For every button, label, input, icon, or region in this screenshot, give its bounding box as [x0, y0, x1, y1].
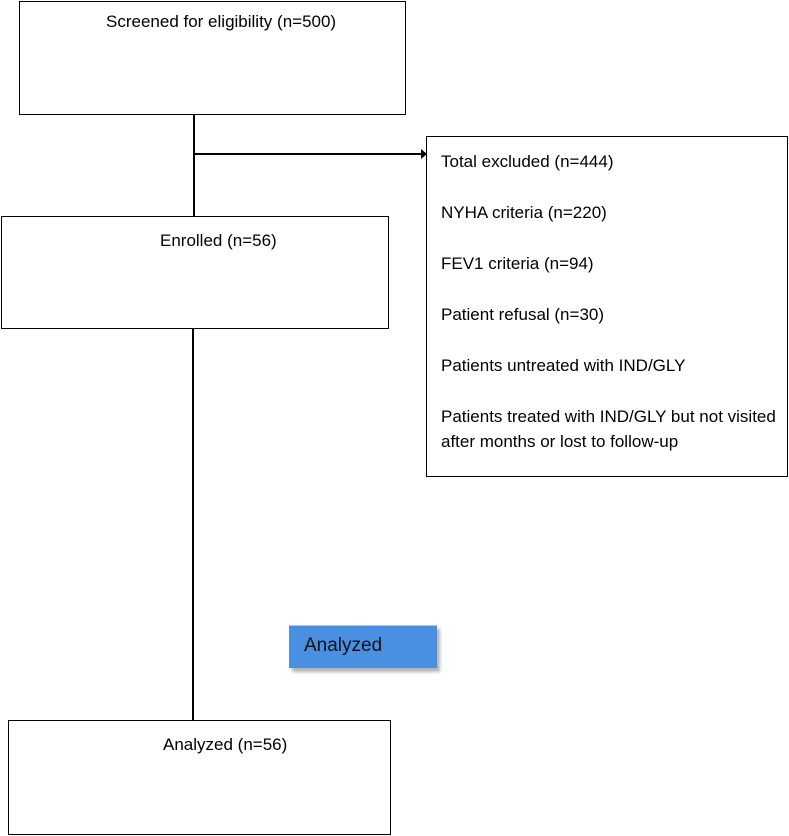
analyzed-box: Analyzed (n=56) [8, 720, 391, 835]
analyzed-chip: Analyzed [289, 625, 437, 668]
screened-box: Screened for eligibility (n=500) [19, 1, 406, 115]
arrow-head-icon [421, 149, 427, 159]
excluded-item-refusal: Patient refusal (n=30) [441, 305, 605, 324]
enrolled-box: Enrolled (n=56) [1, 216, 389, 329]
connector-enrolled-analyzed [192, 329, 194, 720]
excluded-item-untreated: Patients untreated with IND/GLY [441, 356, 686, 375]
excluded-item-lost-follow-up: Patients treated with IND/GLY but not vi… [441, 407, 776, 451]
excluded-item-nyha: NYHA criteria (n=220) [441, 203, 607, 222]
connector-screened-enrolled [193, 115, 195, 216]
enrolled-label: Enrolled (n=56) [160, 231, 277, 250]
analyzed-chip-label: Analyzed [304, 635, 383, 656]
connector-excluded-branch [193, 153, 423, 155]
excluded-list: Total excluded (n=444) NYHA criteria (n=… [441, 149, 781, 454]
excluded-item-total: Total excluded (n=444) [441, 152, 614, 171]
excluded-box: Total excluded (n=444) NYHA criteria (n=… [426, 136, 788, 477]
excluded-item-fev1: FEV1 criteria (n=94) [441, 254, 594, 273]
screened-label: Screened for eligibility (n=500) [106, 12, 337, 31]
analyzed-label: Analyzed (n=56) [163, 735, 288, 754]
